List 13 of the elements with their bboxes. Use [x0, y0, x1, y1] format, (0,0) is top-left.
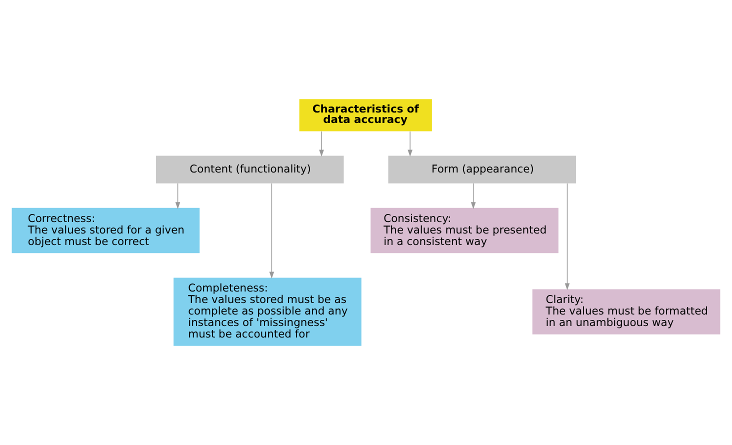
arrow [269, 183, 274, 279]
node-box: Consistency: The values must be presented in a consistent way [370, 208, 558, 254]
node-box: Characteristics of data accuracy [299, 99, 432, 132]
node-box: Completeness: The values stored must be as complete as possible and any instances of 'missingness' must be accounted for [174, 278, 362, 346]
node-box: Correctness: The values stored for a given object must be correct [12, 208, 200, 254]
arrow [175, 183, 180, 210]
node-box: Form (appearance) [388, 156, 576, 184]
arrow [470, 183, 476, 210]
arrow [564, 183, 570, 290]
node-box: Clarity: The values must be formatted in an unambiguous way [532, 289, 720, 334]
arrow [408, 131, 412, 157]
arrow [319, 131, 324, 157]
node-box: Content (functionality) [156, 156, 344, 184]
